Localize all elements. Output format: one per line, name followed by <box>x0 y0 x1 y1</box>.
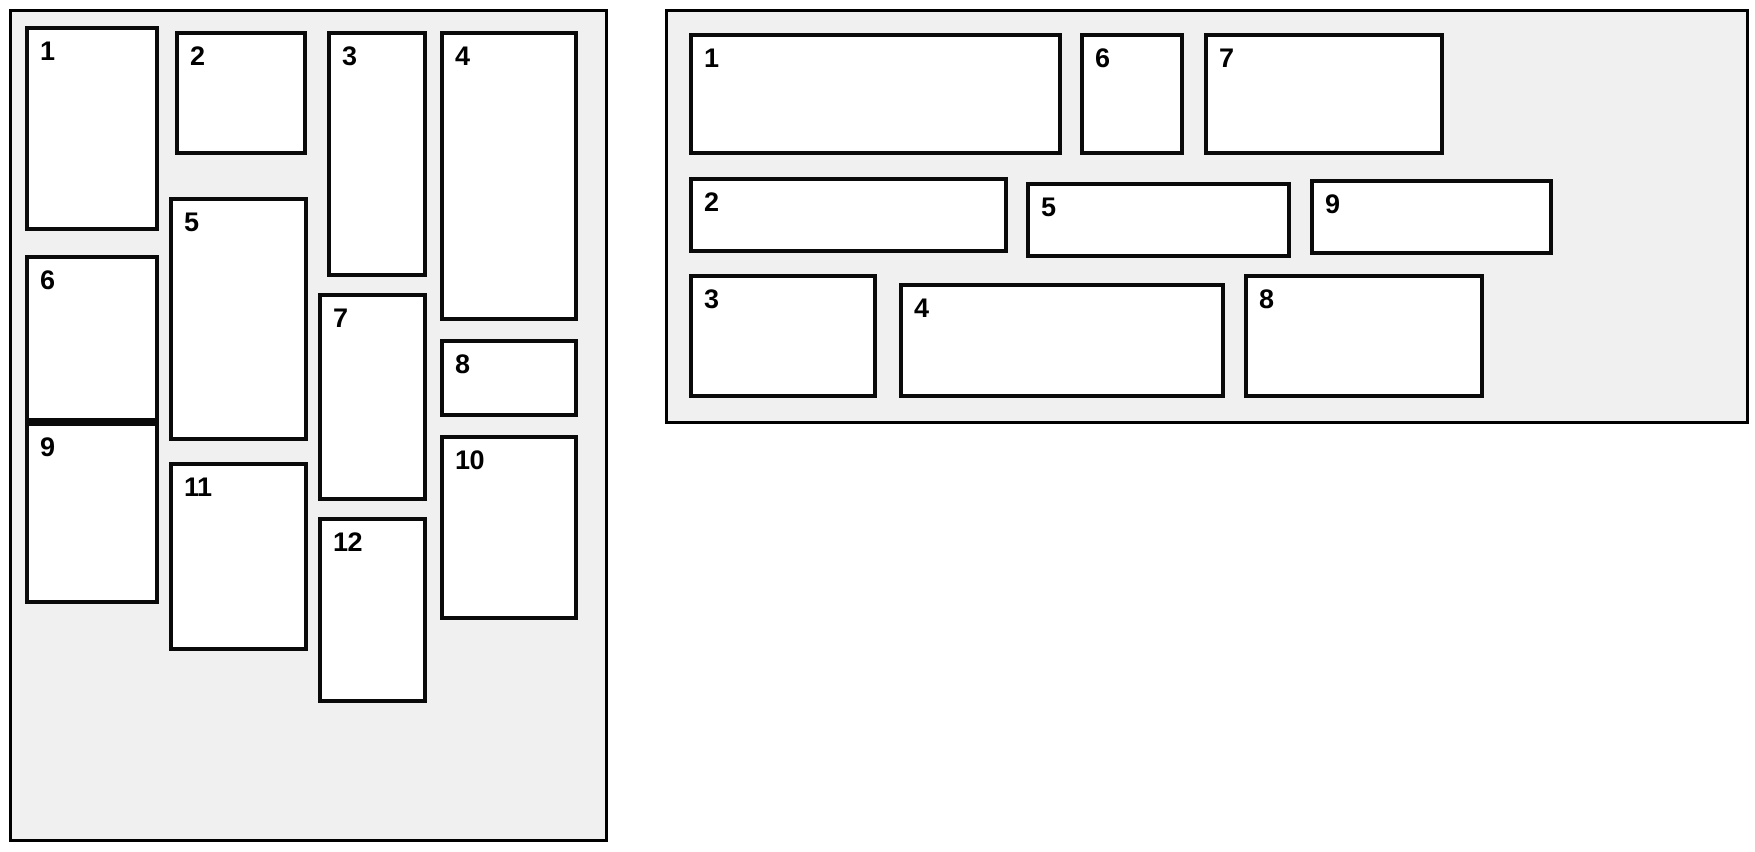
layout-box-r9[interactable]: 9 <box>1310 179 1553 255</box>
vertical-masonry-panel: 1 6 9 2 5 11 3 7 12 4 8 <box>9 9 608 842</box>
layout-box-l10[interactable]: 10 <box>440 435 578 620</box>
layout-box-l8[interactable]: 8 <box>440 339 578 417</box>
layout-box-r8[interactable]: 8 <box>1244 274 1484 398</box>
layout-box-l12[interactable]: 12 <box>318 517 427 703</box>
layout-box-label: 5 <box>1041 192 1056 222</box>
layout-box-r6[interactable]: 6 <box>1080 33 1184 155</box>
layout-box-r2[interactable]: 2 <box>689 177 1008 253</box>
layout-box-label: 9 <box>1325 189 1340 219</box>
layout-box-label: 8 <box>455 349 470 379</box>
layout-box-l3[interactable]: 3 <box>327 31 427 277</box>
layout-box-label: 7 <box>1219 43 1234 73</box>
layout-box-r1[interactable]: 1 <box>689 33 1062 155</box>
layout-box-label: 6 <box>1095 43 1110 73</box>
layout-box-label: 9 <box>40 432 55 462</box>
layout-box-l2[interactable]: 2 <box>175 31 307 155</box>
layout-box-r4[interactable]: 4 <box>899 283 1225 398</box>
layout-box-label: 6 <box>40 265 55 295</box>
layout-box-label: 8 <box>1259 284 1274 314</box>
layout-box-r7[interactable]: 7 <box>1204 33 1444 155</box>
layout-box-l4[interactable]: 4 <box>440 31 578 321</box>
layout-box-r5[interactable]: 5 <box>1026 182 1291 258</box>
layout-box-label: 12 <box>333 527 363 557</box>
layout-box-l11[interactable]: 11 <box>169 462 308 651</box>
layout-box-label: 4 <box>914 293 929 323</box>
layout-box-l6[interactable]: 6 <box>25 255 159 422</box>
layout-box-l7[interactable]: 7 <box>318 293 427 501</box>
layout-box-l5[interactable]: 5 <box>169 197 308 441</box>
layout-box-l1[interactable]: 1 <box>25 26 159 231</box>
layout-box-label: 1 <box>40 36 55 66</box>
layout-box-label: 5 <box>184 207 199 237</box>
layout-box-label: 1 <box>704 43 719 73</box>
horizontal-masonry-panel: 1 6 7 2 5 9 3 4 8 <box>665 9 1749 424</box>
layout-box-label: 4 <box>455 41 470 71</box>
layout-box-label: 2 <box>704 187 719 217</box>
layout-box-label: 3 <box>342 41 357 71</box>
layout-box-r3[interactable]: 3 <box>689 274 877 398</box>
layout-box-label: 2 <box>190 41 205 71</box>
layout-box-label: 11 <box>184 472 212 502</box>
layout-box-label: 3 <box>704 284 719 314</box>
layout-box-l9[interactable]: 9 <box>25 422 159 604</box>
layout-box-label: 10 <box>455 445 485 475</box>
layout-box-label: 7 <box>333 303 348 333</box>
